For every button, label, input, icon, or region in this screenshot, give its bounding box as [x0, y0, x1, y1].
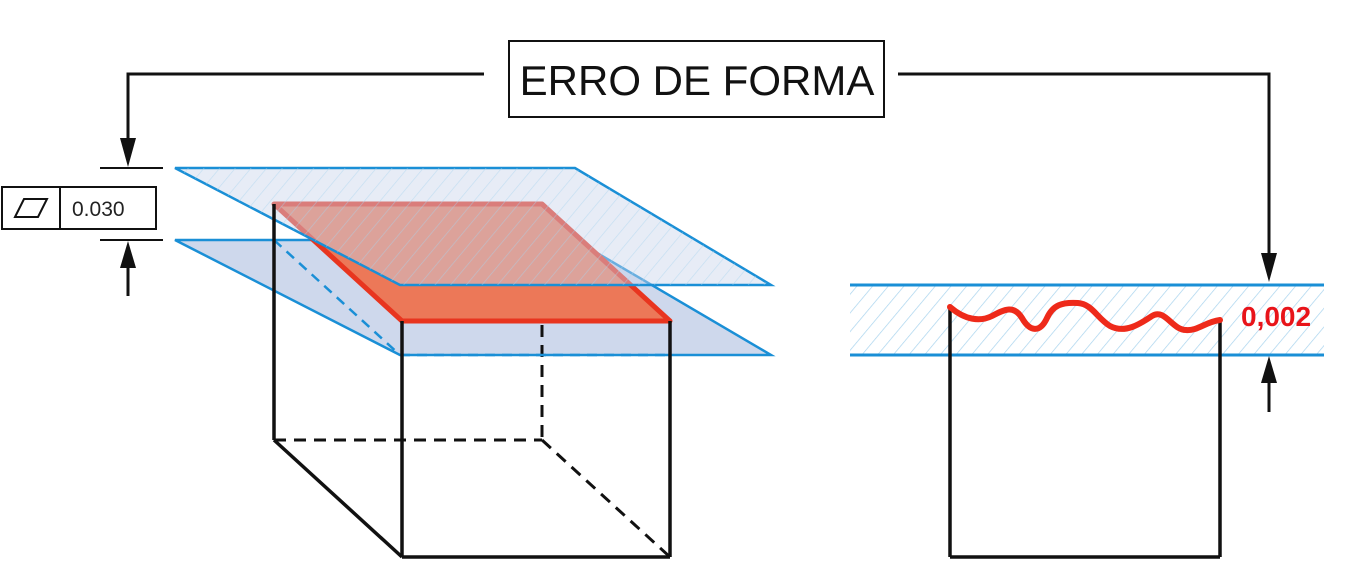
isometric-block — [174, 166, 776, 559]
right-lower-arrowhead — [1261, 356, 1277, 383]
title-box — [508, 40, 885, 118]
upper-plane-hatching — [175, 168, 771, 285]
left-leader-arrowhead — [120, 138, 136, 167]
feature-control-frame: 0.030 — [1, 186, 157, 230]
title-callout: ERRO DE FORMA — [120, 40, 1277, 282]
fcf-tolerance-value: 0.030 — [72, 198, 125, 221]
right-leader-arrowhead — [1261, 253, 1277, 282]
tolerance-dimension-left — [100, 167, 163, 296]
surface-profile — [947, 299, 1223, 334]
hidden-edge-back-diagonal — [540, 438, 672, 559]
flatness-symbol-icon — [13, 198, 49, 218]
side-view: 0,002 — [850, 283, 1324, 559]
hidden-edge-plane-left — [273, 239, 401, 356]
tolerance-zone-hatching — [850, 285, 1324, 355]
left-leader-line — [126, 72, 484, 140]
lower-arrowhead — [120, 241, 136, 268]
edge-bottom-left-diagonal — [272, 438, 404, 559]
title-label: ERRO DE FORMA — [520, 57, 875, 104]
right-leader-line — [898, 72, 1271, 255]
measured-error-value: 0,002 — [1241, 301, 1311, 332]
fcf-border — [1, 186, 157, 230]
